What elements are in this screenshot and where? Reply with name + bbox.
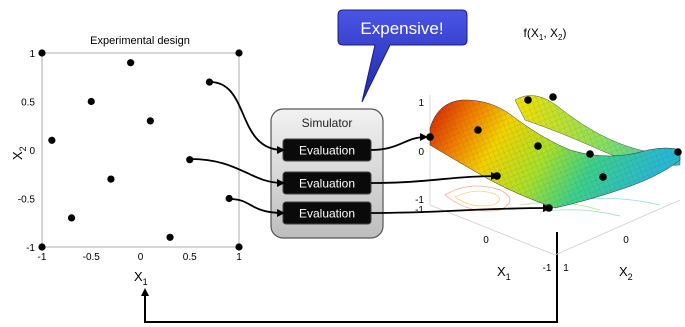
surface-point <box>586 150 594 158</box>
scatter-y-label: X2 <box>10 146 28 160</box>
scatter-x-tick-label: 0.5 <box>183 252 197 263</box>
surface-x2-label: X2 <box>619 264 633 282</box>
scatter-point <box>225 194 233 203</box>
surface-point <box>674 148 682 156</box>
surface-z-ticks: 1 0 -1-1 <box>415 98 424 216</box>
surface-main-mesh <box>430 99 680 208</box>
surface-z-tick-label: 0 <box>418 147 424 158</box>
expensive-callout: Expensive! <box>337 9 468 103</box>
scatter-y-tick-label: 1 <box>29 49 35 60</box>
input-arrow-2 <box>189 158 285 187</box>
scatter-points <box>38 49 243 251</box>
scatter-y-tick-label: 0 <box>29 146 35 157</box>
scatter-x-tick-label: -1 <box>38 252 47 263</box>
scatter-y-tick-label: -0.5 <box>18 195 36 206</box>
surface-z-tick-label: -1 <box>415 195 424 206</box>
scatter-y-tick-label: 0.5 <box>21 98 35 109</box>
surface-title: f(X1, X2) <box>524 26 567 42</box>
surface-point <box>426 133 434 141</box>
scatter-point <box>235 49 243 57</box>
scatter-x-tick-label: 1 <box>236 252 242 263</box>
scatter-x-tick-label: 0 <box>138 252 144 263</box>
scatter-point <box>48 136 56 144</box>
scatter-point <box>166 233 174 241</box>
evaluation-label: Evaluation <box>299 144 355 158</box>
surface-x2-tick-1: 0 <box>623 235 629 246</box>
surface-x1-label: X1 <box>497 264 511 282</box>
surface-point <box>549 93 557 101</box>
evaluation-label: Evaluation <box>299 177 355 191</box>
surface-point <box>474 126 482 134</box>
input-arrow-3 <box>229 198 285 217</box>
scatter-x-ticks: -1 -0.5 0 0.5 1 <box>38 252 243 263</box>
surface-ridge-mesh <box>515 95 680 166</box>
scatter-point <box>107 175 115 183</box>
surface-point <box>534 142 542 150</box>
evaluation-label: Evaluation <box>299 207 355 221</box>
surface-x2-tick-0: 1 <box>563 263 569 274</box>
surface-point <box>524 96 532 104</box>
input-arrows <box>189 81 285 217</box>
experimental-design-plot: Experimental design -1 -0.5 0 0.5 1 1 0.5 0 -0.… <box>10 35 243 287</box>
surface-x1-tick-1: -1 <box>543 263 552 274</box>
scatter-title: Experimental design <box>90 35 190 47</box>
scatter-point <box>205 78 214 86</box>
scatter-x-label: X1 <box>134 269 148 287</box>
scatter-y-tick-label: -1 <box>26 243 35 254</box>
scatter-y-ticks: 1 0.5 0 -0.5 -1 <box>18 49 36 254</box>
surface-z-tick-label: -1 <box>415 205 424 216</box>
callout-bubble <box>337 9 468 103</box>
scatter-point <box>146 117 154 125</box>
simulator-title: Simulator <box>302 116 353 130</box>
scatter-point <box>127 59 135 67</box>
surface-z-tick-label: 1 <box>418 98 424 109</box>
scatter-x-tick-label: -0.5 <box>83 252 101 263</box>
scatter-point <box>38 243 46 251</box>
surface-floor-axes <box>429 199 681 256</box>
scatter-point <box>186 156 194 164</box>
output-arrow-1 <box>370 133 428 151</box>
callout-text: Expensive! <box>360 19 443 38</box>
scatter-axes-box <box>41 52 240 248</box>
feedback-arrow <box>141 232 558 323</box>
surface-plot: f(X1, X2) 10-1-1 0 -1 1 0 X1 X2 <box>415 26 682 282</box>
scatter-point <box>67 214 76 222</box>
scatter-point <box>38 49 46 57</box>
scatter-point <box>87 97 95 106</box>
output-arrows <box>370 133 551 214</box>
scatter-point <box>235 243 243 251</box>
output-arrow-2 <box>370 172 499 184</box>
surface-point <box>599 173 607 181</box>
output-arrow-3 <box>370 204 551 214</box>
surface-x1-tick-0: 0 <box>483 235 489 246</box>
input-arrow-1 <box>209 81 285 154</box>
